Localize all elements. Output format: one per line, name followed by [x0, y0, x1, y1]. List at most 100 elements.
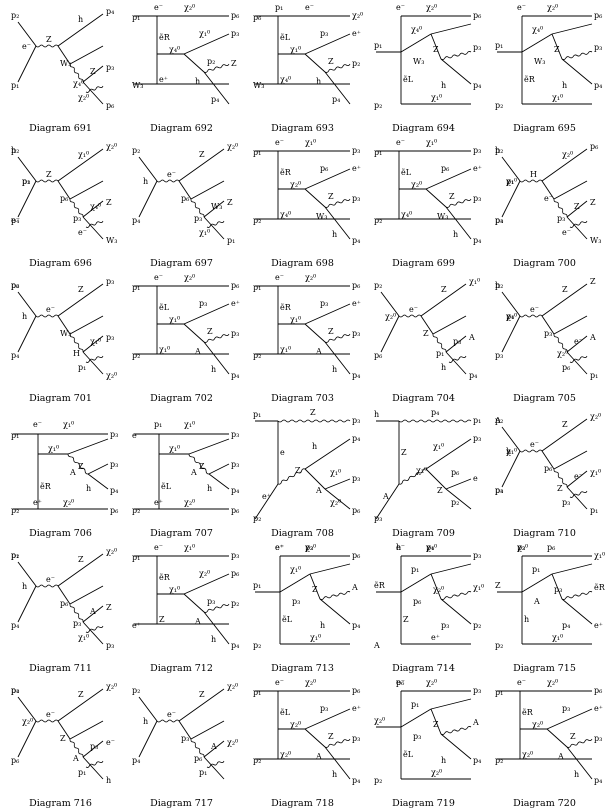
particle-label: ẽR	[594, 583, 605, 592]
particle-label: χ₁⁰	[78, 633, 89, 642]
fermion-line	[304, 323, 326, 343]
particle-label: e⁻	[530, 305, 539, 314]
fermion-line	[17, 21, 37, 47]
diagram-caption: Diagram 695	[513, 123, 576, 134]
particle-label: A	[351, 583, 358, 592]
particle-label: A	[315, 486, 322, 495]
fermion-line	[553, 315, 588, 335]
particle-label: p₄	[426, 543, 434, 552]
fermion-line	[546, 708, 593, 730]
particle-label: h	[396, 543, 401, 552]
particle-label: p₃	[517, 543, 525, 552]
diagram-caption: Diagram 708	[271, 528, 334, 539]
particle-label: χ₁⁰	[199, 228, 210, 237]
boson-line	[324, 738, 351, 748]
diagram-caption: Diagram 711	[29, 663, 92, 674]
particle-label: e⁻	[275, 543, 284, 552]
particle-label: χ₁⁰	[184, 543, 195, 552]
particle-label: ẽL	[403, 750, 414, 759]
diagram-caption: Diagram 717	[150, 798, 213, 809]
particle-label: ẽL	[159, 303, 170, 312]
fermion-line	[501, 315, 521, 353]
particle-label: h	[332, 770, 337, 779]
particle-label: χ₂⁰	[290, 720, 301, 729]
particle-label: ẽR	[524, 75, 536, 84]
particle-label: p₁	[132, 283, 140, 292]
particle-label: p₆	[590, 142, 598, 151]
particle-label: e⁻	[46, 305, 55, 314]
boson-line	[203, 333, 230, 343]
particle-label: A	[72, 754, 79, 763]
particle-label: p₃	[473, 146, 481, 155]
particle-label: e⁻	[409, 305, 418, 314]
diagram-caption: Diagram 691	[29, 123, 92, 134]
particle-label: p₃	[106, 333, 114, 342]
fermion-line	[69, 720, 104, 740]
particle-label: p₁	[436, 349, 444, 358]
diagram-caption: Diagram 718	[271, 798, 334, 809]
particle-label: χ₁⁰	[199, 29, 210, 38]
particle-label: Z	[328, 57, 334, 66]
particle-label: χ₁⁰	[469, 277, 480, 286]
particle-label: h	[495, 281, 500, 290]
particle-label: p₂	[11, 686, 19, 695]
particle-label: χ₁⁰	[506, 447, 517, 456]
particle-label: p₄	[352, 236, 360, 245]
particle-label: e⁻	[46, 710, 55, 719]
boson-line	[85, 220, 104, 228]
particle-label: p₃	[562, 498, 570, 507]
particle-label: h	[495, 146, 500, 155]
boson-line	[561, 591, 593, 600]
fermion-line	[566, 470, 588, 488]
particle-label: ẽL	[161, 482, 172, 491]
particle-label: Z	[554, 45, 560, 54]
particle-label: p₃	[495, 216, 503, 225]
fermion-line	[57, 585, 71, 605]
fermion-line	[553, 450, 588, 470]
particle-label: p₂	[253, 351, 261, 360]
boson-line	[69, 738, 84, 758]
particle-label: p₃	[22, 177, 30, 186]
fermion-line	[178, 148, 225, 182]
boson-line	[190, 738, 205, 758]
particle-label: χ₂⁰	[227, 142, 238, 151]
particle-label: h	[211, 365, 216, 374]
boson-line	[553, 198, 568, 218]
boson-line	[448, 355, 467, 363]
fermion-line	[551, 563, 593, 575]
particle-label: p₂	[374, 776, 382, 785]
particle-label: e⁻	[275, 138, 284, 147]
boson-line	[190, 198, 205, 218]
particle-label: h	[86, 484, 91, 493]
particle-label: Z	[495, 581, 501, 590]
particle-label: χ₂⁰	[547, 678, 558, 687]
particle-label: Z	[207, 327, 213, 336]
particle-label: ẽL	[280, 708, 291, 717]
particle-label: ẽR	[522, 708, 534, 717]
particle-label: A	[472, 718, 479, 727]
particle-label: p₃	[352, 734, 360, 743]
boson-line	[203, 603, 230, 613]
fermion-line	[203, 611, 230, 645]
particle-label: A	[373, 641, 380, 650]
particle-label: p₄	[473, 756, 481, 765]
diagram-caption: Diagram 720	[513, 798, 576, 809]
particle-label: p₂	[132, 506, 140, 515]
fermion-line	[324, 341, 351, 375]
fermion-line	[203, 71, 230, 105]
particle-label: W₃	[60, 59, 71, 68]
particle-label: p₁	[532, 565, 540, 574]
particle-label: h	[441, 756, 446, 765]
fermion-line	[501, 156, 521, 182]
diagram-caption: Diagram 710	[513, 528, 576, 539]
particle-label: h	[143, 717, 148, 726]
